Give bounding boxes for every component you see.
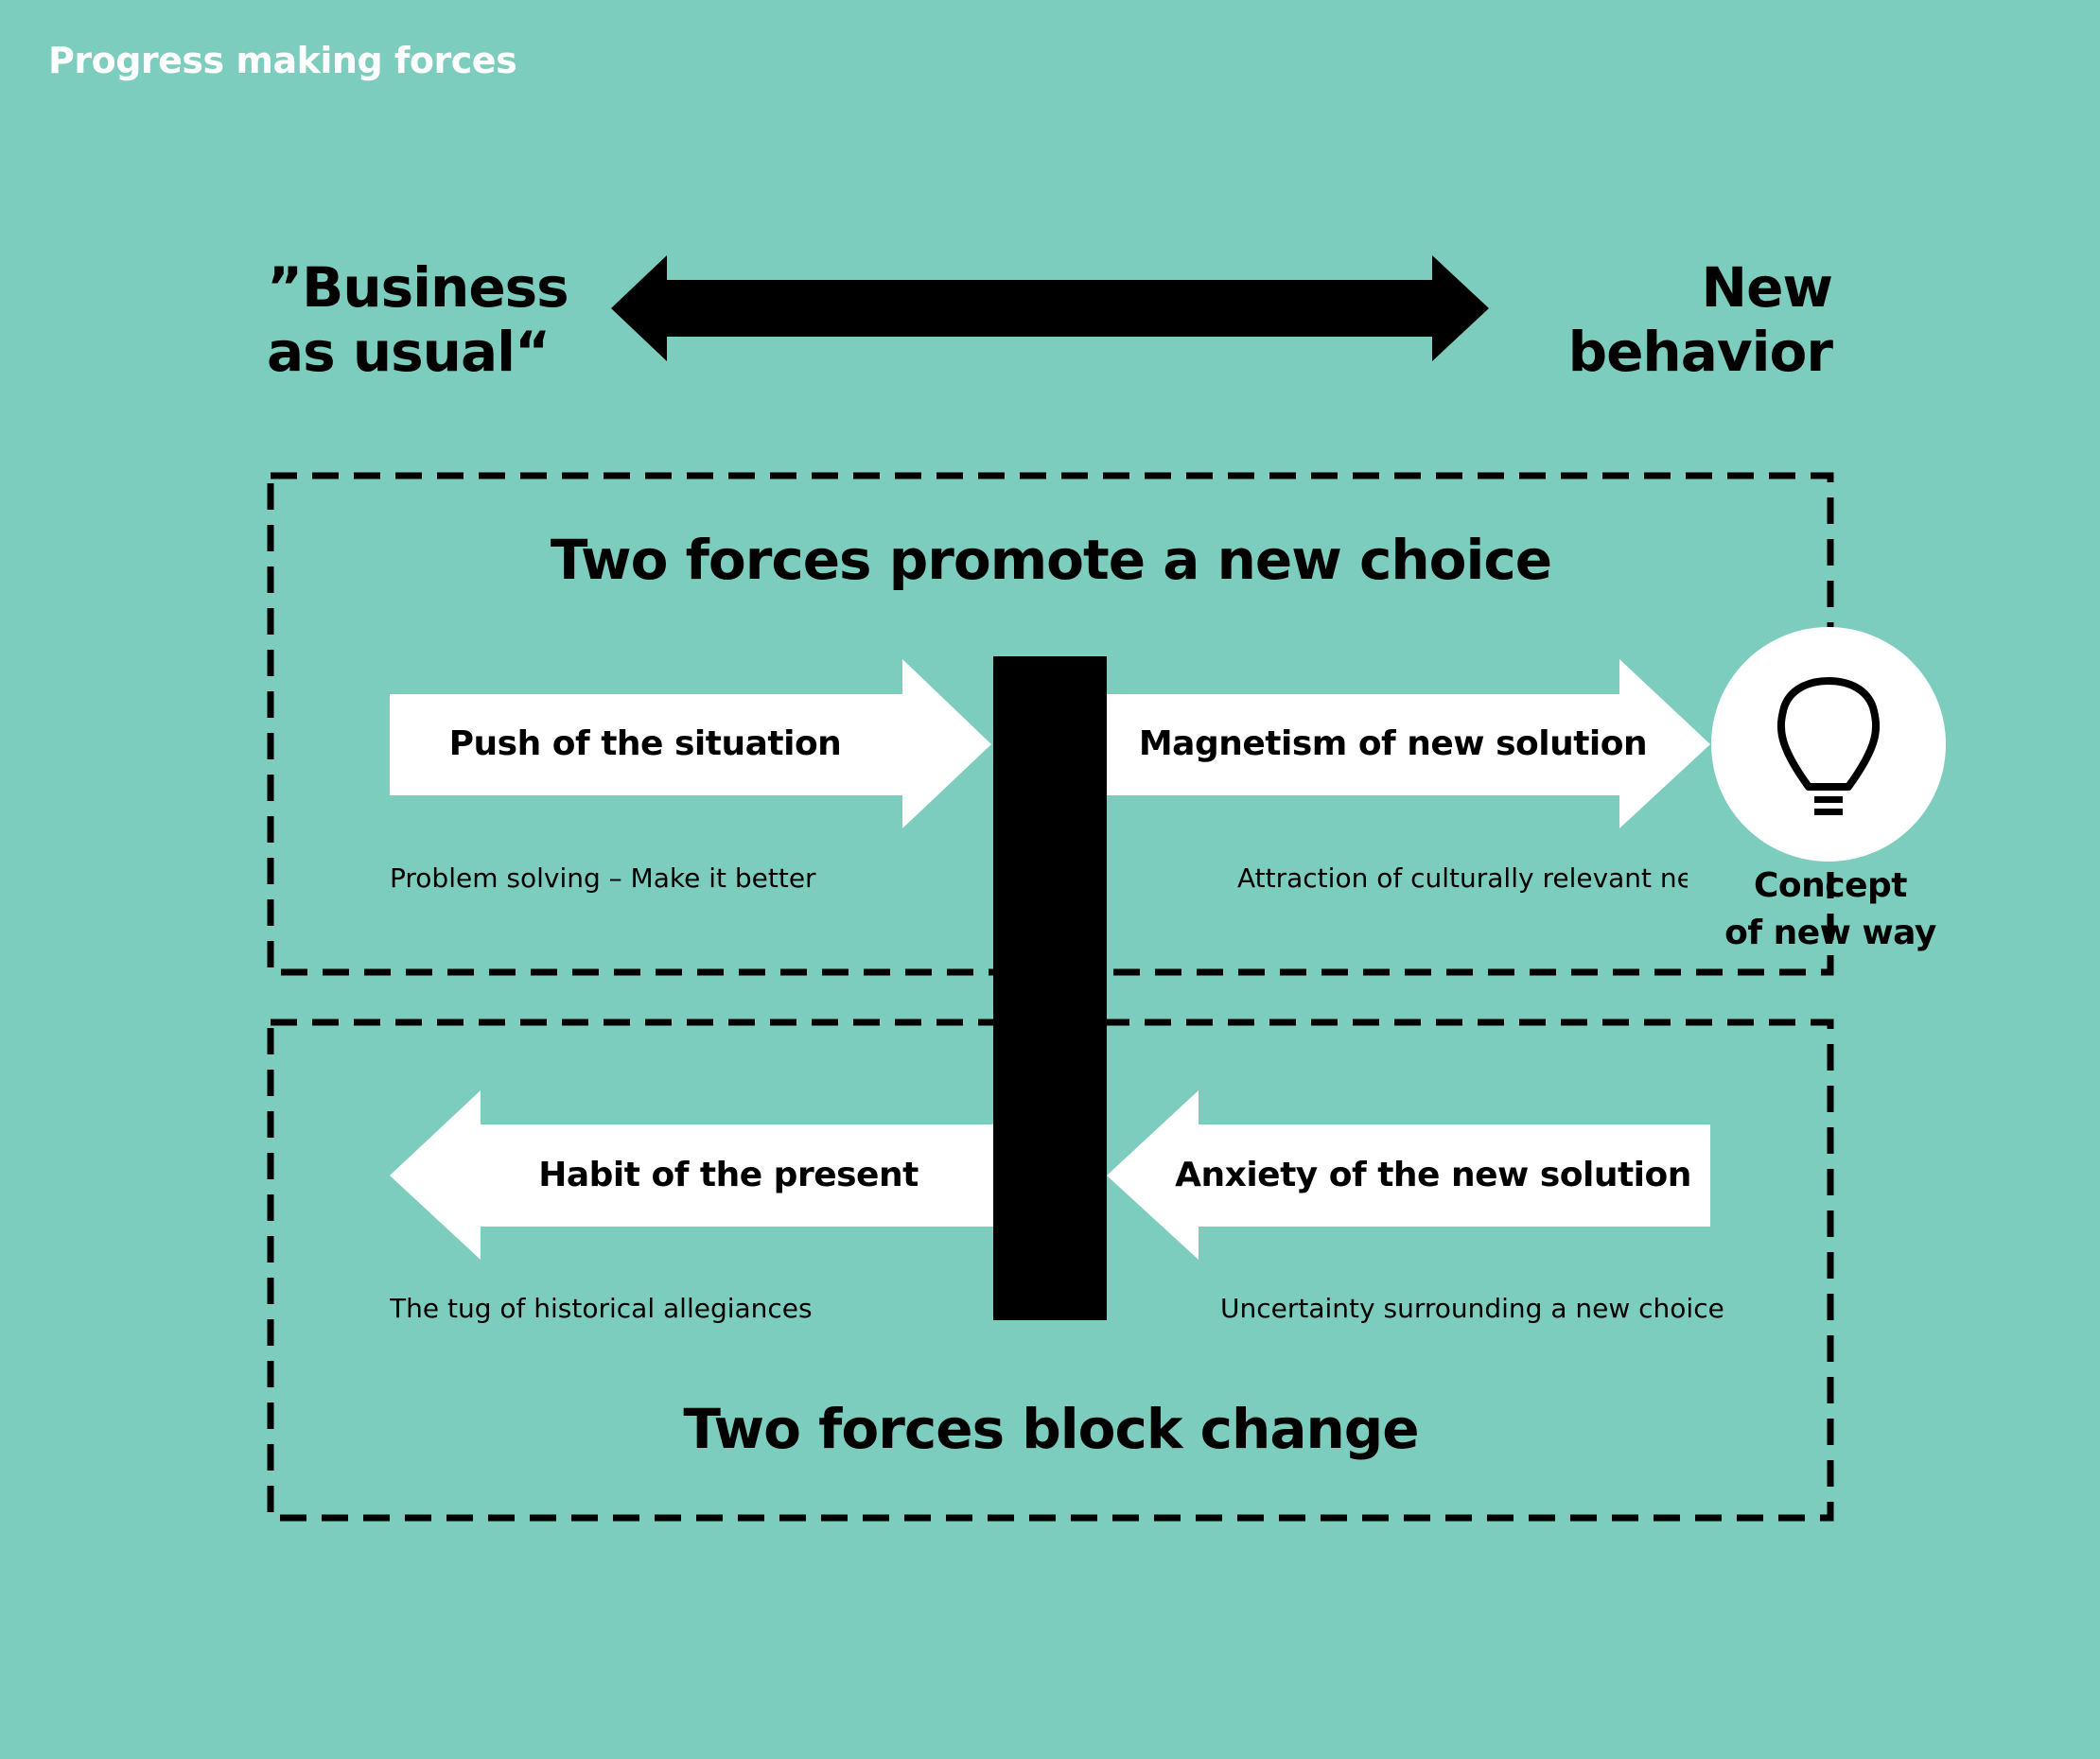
concept-label: Concept of new way [1674,862,1986,957]
double-arrow [611,255,1489,361]
push-label: Push of the situation [448,724,842,763]
block-heading: Two forces block change [683,1397,1419,1461]
push-arrow-shape [390,659,991,828]
new-behavior-line1: New [1701,255,1833,320]
new-behavior-line2: behavior [1567,320,1833,384]
concept-line2: of new way [1724,914,1936,952]
lightbulb-icon [1776,677,1881,815]
barrier-bar [993,656,1107,1320]
concept-circle [1711,627,1946,862]
new-behavior-label: New behavior [1561,255,1833,384]
anxiety-arrow-shape [1107,1090,1710,1260]
concept-line1: Concept [1753,866,1908,905]
habit-arrow-shape [390,1090,993,1260]
promote-heading: Two forces promote a new choice [550,528,1552,592]
anxiety-description: Uncertainty surrounding a new choice [1220,1293,1724,1324]
business-as-usual-label: ”Business as usual“ [267,255,569,384]
habit-label: Habit of the present [538,1156,919,1194]
business-as-usual-line2: as usual“ [267,320,551,384]
page-title: Progress making forces [48,40,517,81]
push-description: Problem solving – Make it better [390,862,816,894]
habit-description: The tug of historical allegiances [390,1293,813,1324]
anxiety-label: Anxiety of the new solution [1175,1156,1691,1194]
bottom-dashed-box [267,1019,1834,1522]
magnetism-label: Magnetism of new solution [1138,724,1648,763]
magnetism-arrow-shape [1107,659,1710,828]
magnetism-description: Attraction of culturally relevant new [1237,862,1688,894]
business-as-usual-line1: ”Business [267,255,569,320]
